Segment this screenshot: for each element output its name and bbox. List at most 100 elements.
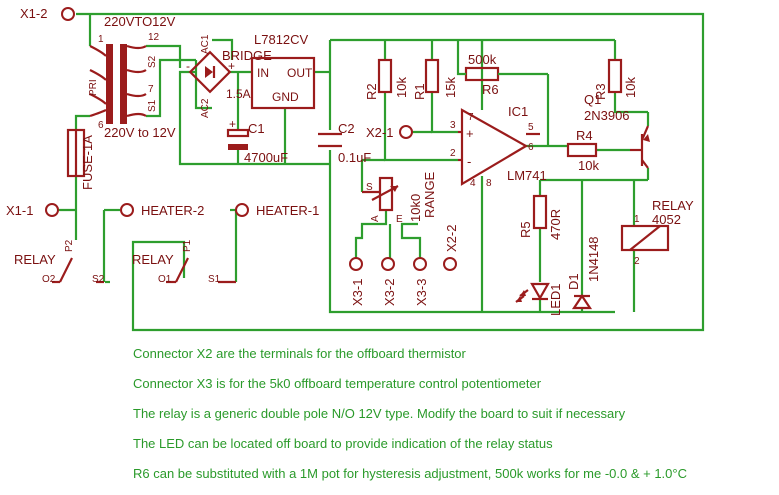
x1-2-label: X1-2: [20, 6, 47, 21]
fuse-label: FUSE-1A: [80, 135, 95, 190]
relay-contact-p1: P1: [182, 239, 193, 252]
x3-3-label: X3-3: [414, 279, 429, 306]
transformer-pin1: 1: [98, 34, 104, 45]
opamp-pin2: 2: [450, 148, 456, 159]
transformer-pri-label: PRI: [88, 79, 99, 96]
capacitor-c2: [318, 132, 342, 148]
pot-e-label: E: [396, 214, 403, 225]
r1-name: R1: [412, 83, 427, 100]
note-4: The LED can be located off board to prov…: [133, 436, 553, 451]
relay-contact-s2: S2: [92, 274, 105, 285]
transistor-q1: [630, 125, 650, 169]
note-5: R6 can be substituted with a 1M pot for …: [133, 466, 687, 481]
pad-x3-3: [413, 257, 427, 271]
relay-contact-2: [166, 257, 236, 284]
pad-x3-1: [349, 257, 363, 271]
x1-1-label: X1-1: [6, 203, 33, 218]
note-2: Connector X3 is for the 5k0 offboard tem…: [133, 376, 542, 391]
regulator-out: OUT: [287, 66, 313, 80]
transformer-pin6: 6: [98, 120, 104, 131]
relay-contact-o1: O1: [158, 274, 172, 285]
pot-range: RANGE: [422, 171, 437, 218]
transformer-pin7: 7: [148, 84, 154, 95]
c2-name: C2: [338, 121, 355, 136]
diode-d1: [571, 294, 593, 310]
regulator-in: IN: [257, 66, 269, 80]
opamp-plus: +: [466, 126, 474, 141]
relay-contact-s1: S1: [208, 274, 221, 285]
potentiometer: [362, 176, 399, 212]
bridge-rectifier: [188, 50, 232, 94]
relay-contact-1: [52, 257, 104, 284]
r4-value: 10k: [578, 158, 599, 173]
relay-coil: [620, 224, 670, 252]
diode-name: D1: [566, 273, 581, 290]
relay-coil-part: 4052: [652, 212, 681, 227]
r6-value: 500k: [468, 52, 497, 67]
capacitor-c1: +: [226, 117, 250, 150]
transformer: PRI S2 S1 1 6 12 7: [88, 32, 160, 131]
pot-value: 10k0: [408, 194, 423, 222]
pad-x2-2: [443, 257, 457, 271]
pad-heater-1: [235, 203, 249, 217]
led-name: LED1: [548, 283, 563, 316]
r5-name: R5: [518, 221, 533, 238]
regulator-name: L7812CV: [254, 32, 309, 47]
x3-1-label: X3-1: [350, 279, 365, 306]
transistor-name: Q1: [584, 92, 601, 107]
opamp-pin8: 8: [486, 178, 492, 189]
fuse: [66, 128, 86, 178]
transformer-subtitle: 220V to 12V: [104, 125, 176, 140]
bridge-ac1-label: AC1: [200, 34, 211, 54]
pot-s-label: S: [366, 182, 373, 193]
opamp-part: LM741: [507, 168, 547, 183]
opamp-pin5: 5: [528, 122, 534, 133]
opamp-pin4: 4: [470, 178, 476, 189]
opamp-name: IC1: [508, 104, 528, 119]
pad-x2-1: [399, 125, 413, 139]
opamp-pin3: 3: [450, 120, 456, 131]
connector-pads: [45, 7, 457, 271]
bridge-minus: -: [186, 59, 190, 73]
relay-contact-label-a: RELAY: [14, 252, 56, 267]
r1-value: 15k: [443, 77, 458, 98]
bridge-label: BRIDGE: [222, 48, 272, 63]
r3-value: 10k: [623, 77, 638, 98]
r3-name: R3: [593, 83, 608, 100]
x2-1-label: X2-1: [366, 125, 393, 140]
heater-2-label: HEATER-2: [141, 203, 204, 218]
transformer-s2-label: S2: [147, 55, 158, 68]
led-indicator: [515, 282, 550, 303]
opamp-pin6: 6: [528, 142, 534, 153]
x3-2-label: X3-2: [382, 279, 397, 306]
bridge-ac2-label: AC2: [200, 98, 211, 118]
relay-contact-p2: P2: [64, 239, 75, 252]
r2-name: R2: [364, 83, 379, 100]
note-3: The relay is a generic double pole N/O 1…: [133, 406, 626, 421]
bridge-rating: 1.5A: [226, 87, 251, 101]
pad-x3-2: [381, 257, 395, 271]
r5-value: 470R: [548, 209, 563, 240]
bridge-plus: +: [228, 59, 235, 73]
voltage-regulator: [250, 56, 316, 110]
resistor-r4: [566, 142, 598, 158]
resistor-r5: [532, 194, 548, 230]
relay-contact-o2: O2: [42, 274, 56, 285]
relay-coil-name: RELAY: [652, 198, 694, 213]
note-1: Connector X2 are the terminals for the o…: [133, 346, 466, 361]
diode-part: 1N4148: [586, 236, 601, 282]
c1-value: 4700uF: [244, 150, 288, 165]
resistor-r2: [377, 58, 393, 94]
relay-contact-label-b: RELAY: [132, 252, 174, 267]
r6-name: R6: [482, 82, 499, 97]
x2-2-label: X2-2: [444, 225, 459, 252]
wires: [58, 12, 705, 332]
regulator-gnd: GND: [272, 90, 299, 104]
heater-1-label: HEATER-1: [256, 203, 319, 218]
notes-list: Connector X2 are the terminals for the o…: [133, 345, 687, 495]
r2-value: 10k: [394, 77, 409, 98]
resistor-r1: [424, 58, 440, 94]
c1-name: C1: [248, 121, 265, 136]
pad-x1-1: [45, 203, 59, 217]
